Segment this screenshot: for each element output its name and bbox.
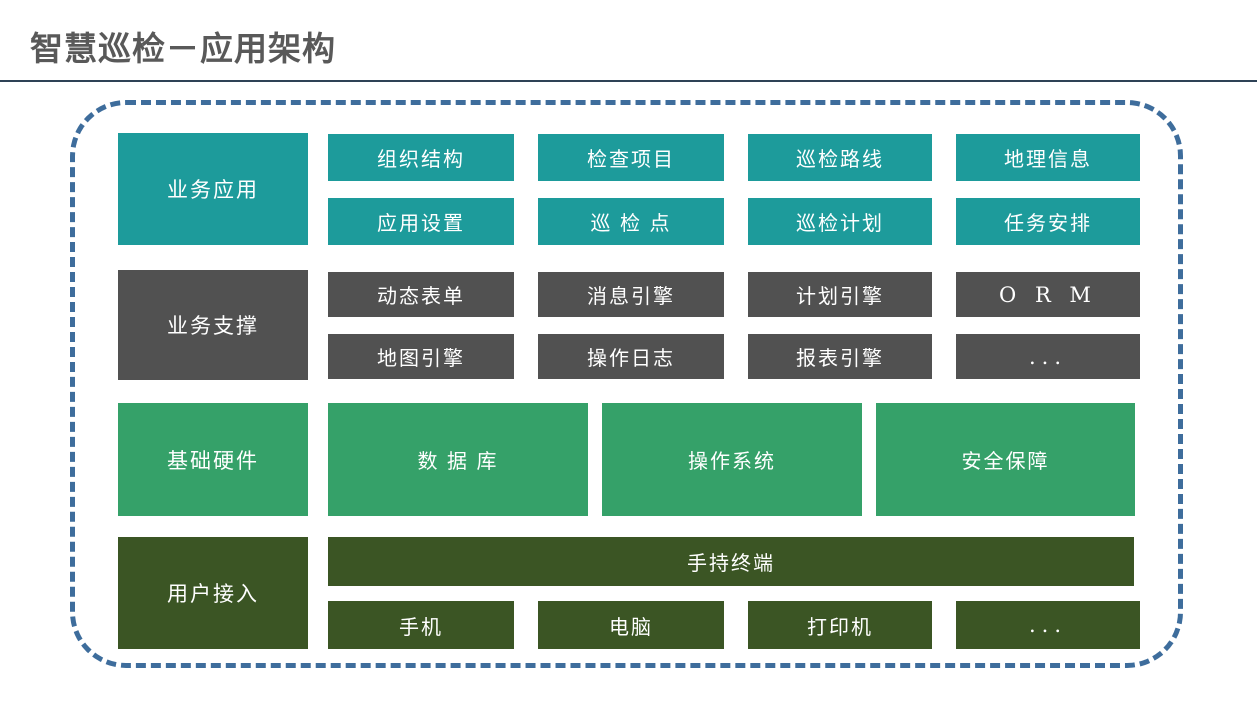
- box-geo-information: 地理信息: [956, 134, 1140, 181]
- box-more-support: ...: [956, 334, 1140, 379]
- layer-label-business-application: 业务应用: [118, 133, 308, 245]
- box-report-engine: 报表引擎: [748, 334, 932, 379]
- page-title: 智慧巡检－应用架构: [30, 30, 336, 67]
- box-printer: 打印机: [748, 601, 932, 649]
- box-computer: 电脑: [538, 601, 724, 649]
- box-message-engine: 消息引擎: [538, 272, 724, 317]
- box-security-assurance: 安全保障: [876, 403, 1135, 516]
- title-divider: [0, 80, 1257, 82]
- box-database: 数 据 库: [328, 403, 588, 516]
- layer-label-basic-hardware: 基础硬件: [118, 403, 308, 516]
- box-operating-system: 操作系统: [602, 403, 862, 516]
- box-patrol-routes: 巡检路线: [748, 134, 932, 181]
- box-org-structure: 组织结构: [328, 134, 514, 181]
- box-plan-engine: 计划引擎: [748, 272, 932, 317]
- box-operation-log: 操作日志: [538, 334, 724, 379]
- box-orm: O R M: [956, 272, 1140, 317]
- box-task-schedule: 任务安排: [956, 198, 1140, 245]
- box-patrol-points: 巡 检 点: [538, 198, 724, 245]
- box-dynamic-forms: 动态表单: [328, 272, 514, 317]
- box-map-engine: 地图引擎: [328, 334, 514, 379]
- box-app-settings: 应用设置: [328, 198, 514, 245]
- layer-label-business-support: 业务支撑: [118, 270, 308, 380]
- box-inspection-items: 检查项目: [538, 134, 724, 181]
- box-more-devices: ...: [956, 601, 1140, 649]
- layer-label-user-access: 用户接入: [118, 537, 308, 649]
- box-mobile-phone: 手机: [328, 601, 514, 649]
- architecture-frame-border: [70, 100, 1183, 668]
- box-patrol-plans: 巡检计划: [748, 198, 932, 245]
- box-handheld-terminal: 手持终端: [328, 537, 1134, 586]
